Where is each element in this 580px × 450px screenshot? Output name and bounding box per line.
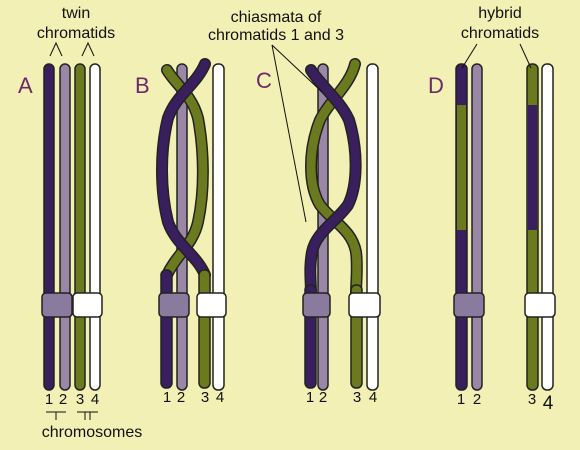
panel-d-chromatid-3-purple-segment [528, 105, 537, 230]
panel-b-centromere-2 [196, 292, 227, 318]
panel-b-chromatid-1 [160, 269, 173, 389]
panel-d-number-3: 3 [528, 391, 536, 408]
panel-b-number-4: 4 [216, 389, 224, 406]
panel-d-chromatid-4 [541, 63, 554, 391]
panel-b-number-2: 2 [177, 389, 185, 406]
panel-a-number-3: 3 [76, 391, 84, 408]
hybrid-chromatids-label-line2: chromatids [461, 25, 539, 42]
chromatid-numbers: 1 2 3 4 1 2 3 4 1 2 3 4 1 2 3 4 [45, 389, 554, 414]
panel-c-chromatid-4 [366, 63, 379, 391]
panel-a-number-1: 1 [45, 391, 53, 408]
twin-chromatids-label-line1: twin [62, 5, 90, 22]
panel-a-chromatid-1 [43, 63, 55, 391]
chromosomes-label: chromosomes [42, 424, 142, 441]
panel-a-centromere-1 [41, 292, 73, 318]
panel-b-letter: B [135, 73, 150, 98]
panel-b-chromatid-4 [212, 63, 225, 391]
panel-d-number-4: 4 [543, 393, 554, 414]
panel-b-centromere-1 [158, 292, 190, 318]
panel-d-letter: D [428, 73, 444, 98]
chromosome-brackets [46, 411, 98, 420]
panel-d-number-2: 2 [473, 391, 481, 408]
panel-d-centromere-2 [524, 292, 556, 318]
panel-b-purple-strand [157, 59, 210, 280]
panel-c: C [256, 44, 381, 391]
hybrid-chromatids-label-line1: hybrid [478, 5, 522, 22]
panel-c-letter: C [256, 68, 272, 93]
panel-c-number-4: 4 [369, 389, 377, 406]
panel-b-chromatid-2 [176, 63, 188, 391]
panel-a: A [18, 63, 103, 391]
panel-c-centromere-1 [302, 292, 331, 318]
panel-a-number-2: 2 [59, 391, 67, 408]
panel-d-pointer-left [461, 43, 478, 69]
twin-chromatids-label-line2: chromatids [37, 25, 115, 42]
panel-a-chromatid-2 [59, 63, 71, 391]
panel-c-pointer-lower [271, 44, 307, 223]
panel-d-pointer-right [519, 43, 532, 69]
panel-a-chromatid-3 [74, 63, 86, 391]
panel-c-pointer-upper [271, 44, 323, 93]
panel-c-purple-strand [305, 65, 361, 300]
panel-d-centromere-1 [453, 292, 485, 318]
twin-pointer-left [49, 41, 63, 57]
panel-b-number-3: 3 [201, 389, 209, 406]
panel-a-letter: A [18, 73, 33, 98]
panel-b-number-1: 1 [163, 389, 171, 406]
panel-a-chromatid-4 [89, 63, 101, 391]
panel-c-number-2: 2 [319, 389, 327, 406]
panel-c-number-1: 1 [306, 389, 314, 406]
panel-d: D [428, 43, 556, 391]
panel-a-number-4: 4 [91, 391, 99, 408]
panel-d-chromatid-1-green-segment [457, 105, 466, 230]
panel-d-chromatid-2 [471, 63, 483, 391]
panel-c-centromere-2 [348, 292, 381, 318]
chiasmata-label-line1: chiasmata of [231, 9, 322, 26]
panel-a-centromere-2 [72, 292, 103, 318]
chiasmata-label-line2: chromatids 1 and 3 [208, 27, 344, 44]
panel-c-number-3: 3 [353, 389, 361, 406]
panel-b-chromatid-3 [198, 269, 211, 389]
panel-b: B [135, 58, 227, 391]
panel-d-number-1: 1 [457, 391, 465, 408]
twin-pointer-right [81, 41, 95, 57]
